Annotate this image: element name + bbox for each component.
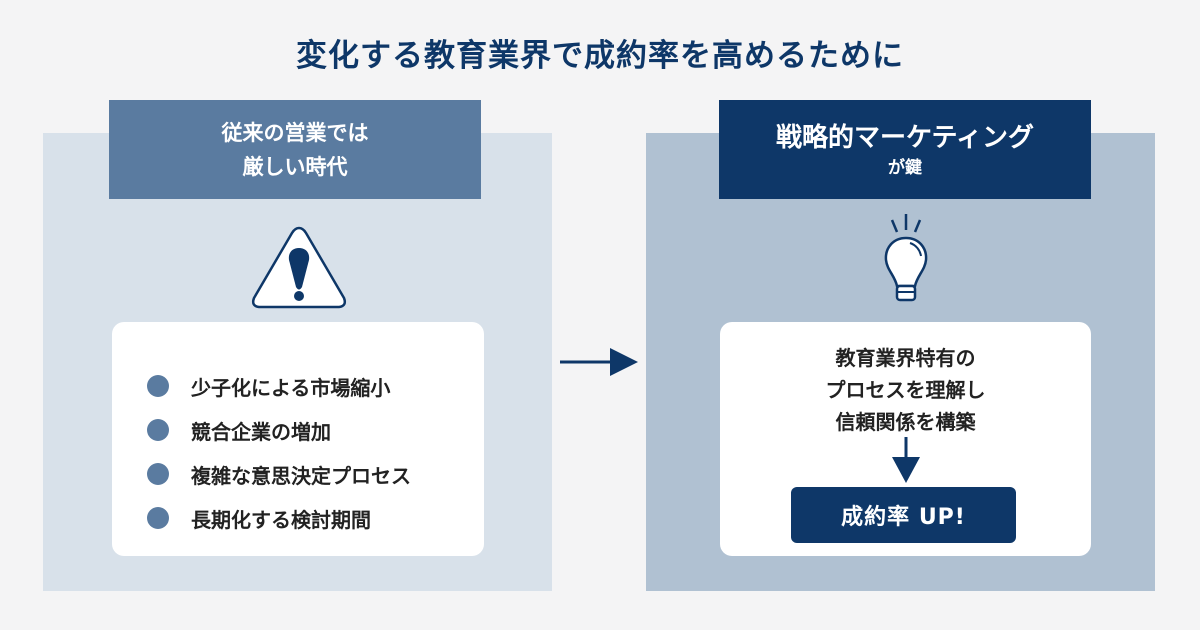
bullet-dot-icon bbox=[147, 463, 169, 485]
list-item: 複雑な意思決定プロセス bbox=[147, 452, 411, 496]
challenges-card: 少子化による市場縮小 競合企業の増加 複雑な意思決定プロセス 長期化する検討期間 bbox=[112, 322, 484, 556]
challenges-list: 少子化による市場縮小 競合企業の増加 複雑な意思決定プロセス 長期化する検討期間 bbox=[147, 364, 411, 540]
list-item: 競合企業の増加 bbox=[147, 408, 411, 452]
left-header: 従来の営業では 厳しい時代 bbox=[109, 100, 481, 199]
arrow-down-icon bbox=[892, 437, 920, 483]
right-header: 戦略的マーケティング が鍵 bbox=[719, 100, 1091, 199]
solution-text: 教育業界特有の プロセスを理解し 信頼関係を構築 bbox=[720, 342, 1091, 438]
right-header-line1: 戦略的マーケティング bbox=[776, 122, 1034, 153]
lightbulb-icon bbox=[884, 214, 928, 302]
list-item: 長期化する検討期間 bbox=[147, 496, 411, 540]
result-badge: 成約率 UP! bbox=[791, 487, 1016, 543]
arrow-right-icon bbox=[560, 348, 638, 376]
solution-line: 教育業界特有の bbox=[835, 346, 976, 370]
left-header-line2: 厳しい時代 bbox=[242, 154, 348, 179]
warning-icon bbox=[251, 226, 347, 309]
solution-line: プロセスを理解し bbox=[825, 378, 986, 402]
bullet-dot-icon bbox=[147, 419, 169, 441]
left-header-line1: 従来の営業では bbox=[221, 120, 369, 145]
bullet-dot-icon bbox=[147, 507, 169, 529]
list-item: 少子化による市場縮小 bbox=[147, 364, 411, 408]
solution-card: 教育業界特有の プロセスを理解し 信頼関係を構築 成約率 UP! bbox=[720, 322, 1091, 556]
solution-line: 信頼関係を構築 bbox=[835, 410, 976, 434]
right-header-line2: が鍵 bbox=[888, 157, 922, 178]
page-title: 変化する教育業界で成約率を高めるために bbox=[296, 38, 904, 74]
bullet-dot-icon bbox=[147, 375, 169, 397]
